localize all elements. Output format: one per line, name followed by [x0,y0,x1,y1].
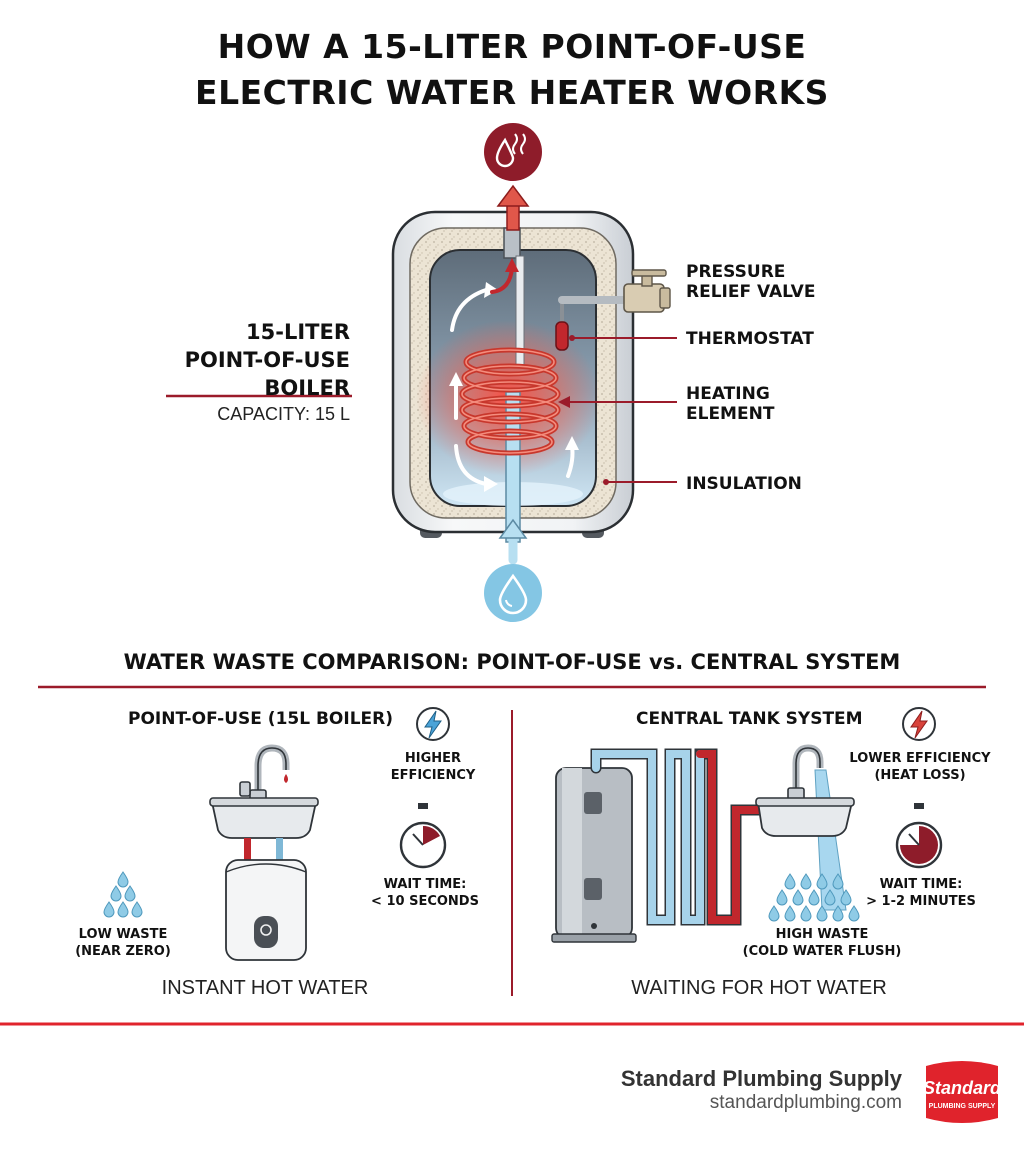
central-faucet [787,744,824,801]
boiler-name-line-1: 15-LITER [246,320,350,344]
pou-wait-time-line-1: WAIT TIME: [383,877,467,892]
low-waste-drops-icon [103,871,143,918]
pressure-relief-valve [623,269,671,313]
pou-title: POINT-OF-USE (15L BOILER) [128,709,394,729]
water-drop [808,889,820,906]
comparison-illustrations [0,685,1024,1026]
running-water-stream [814,769,847,911]
label-heating-element: HEATING ELEMENT [686,384,774,424]
water-drop [800,905,812,922]
pou-waste-label: LOW WASTE (NEAR ZERO) [64,926,182,960]
stopwatch-icon-right [895,803,943,869]
water-drop [848,905,860,922]
thermostat-probe [555,321,569,351]
high-waste-drops-icon [768,873,860,922]
central-title: CENTRAL TANK SYSTEM [636,709,863,729]
water-drop [816,905,828,922]
water-drop [832,873,844,890]
water-drop [832,905,844,922]
central-wait-time-label: WAIT TIME: > 1-2 MINUTES [860,876,982,910]
central-wait-time-line-1: WAIT TIME: [879,877,963,892]
pou-caption: INSTANT HOT WATER [161,977,369,999]
boiler-cutaway-diagram [166,123,677,622]
water-drop [816,873,828,890]
pou-mini-boiler [225,859,307,961]
hot-water-drop-icon [484,123,542,181]
label-heating-element-line-1: HEATING [686,384,770,404]
cold-water-drop-icon [484,564,542,622]
boiler-name-line-2: POINT-OF-USE [184,348,350,372]
comparison-title: WATER WASTE COMPARISON: POINT-OF-USE vs.… [123,650,901,674]
water-drop [824,889,836,906]
pou-wait-time-line-2: < 10 SECONDS [371,894,479,909]
brand-logo-text: Standard [923,1078,1002,1098]
central-waste-line-2: (COLD WATER FLUSH) [742,944,902,959]
water-drop [784,873,796,890]
page-title-line-2: ELECTRIC WATER HEATER WORKS [195,73,829,112]
water-drop [768,905,780,922]
water-drop [784,905,796,922]
pou-efficiency-line-1: HIGHER [404,751,462,766]
brand-name: Standard Plumbing Supply [620,1066,902,1091]
label-pressure-relief-valve-line-2: RELIEF VALVE [686,282,816,302]
central-efficiency-line-2: (HEAT LOSS) [874,768,966,783]
central-efficiency-label: LOWER EFFICIENCY (HEAT LOSS) [844,750,996,784]
label-thermostat: THERMOSTAT [686,329,814,349]
central-long-pipes [590,748,776,926]
pou-waste-line-2: (NEAR ZERO) [75,944,171,959]
water-drop [792,889,804,906]
pou-efficiency-line-2: EFFICIENCY [390,768,476,783]
central-wait-time-line-2: > 1-2 MINUTES [866,894,976,909]
central-tank [551,767,637,943]
water-drop [840,889,852,906]
water-drop [776,889,788,906]
label-insulation: INSULATION [686,474,802,494]
central-efficiency-line-1: LOWER EFFICIENCY [849,751,991,766]
central-waste-line-1: HIGH WASTE [775,927,869,942]
lightning-efficiency-icon-right [902,707,936,741]
page-title-line-1: HOW A 15-LITER POINT-OF-USE [217,27,807,66]
hot-outlet-pipe [503,227,521,259]
capacity-label: CAPACITY: 15 L [217,404,350,424]
brand-url[interactable]: standardplumbing.com [709,1092,902,1113]
water-drop [800,873,812,890]
central-caption: WAITING FOR HOT WATER [631,977,887,999]
pou-efficiency-label: HIGHER EFFICIENCY [376,750,490,784]
pou-waste-line-1: LOW WASTE [78,927,168,942]
central-sink [756,801,854,837]
brand-logo-subtext: PLUMBING SUPPLY [929,1103,996,1110]
pou-wait-time-label: WAIT TIME: < 10 SECONDS [364,876,486,910]
boiler-name: 15-LITER POINT-OF-USE BOILER [185,318,350,402]
label-pressure-relief-valve-line-1: PRESSURE [686,262,786,282]
label-pressure-relief-valve: PRESSURE RELIEF VALVE [686,262,815,302]
brand-block: Standard Plumbing Supply standardplumbin… [621,1066,902,1114]
pou-sink [210,801,318,839]
label-heating-element-line-2: ELEMENT [686,404,775,424]
pou-faucet [239,744,290,803]
brand-logo: Standard PLUMBING SUPPLY [920,1056,1004,1128]
boiler-name-line-3: BOILER [264,376,350,400]
central-waste-label: HIGH WASTE (COLD WATER FLUSH) [742,926,902,960]
lightning-efficiency-icon-left [416,707,450,741]
page-title: HOW A 15-LITER POINT-OF-USE ELECTRIC WAT… [0,24,1024,116]
stopwatch-icon-left [399,803,447,869]
